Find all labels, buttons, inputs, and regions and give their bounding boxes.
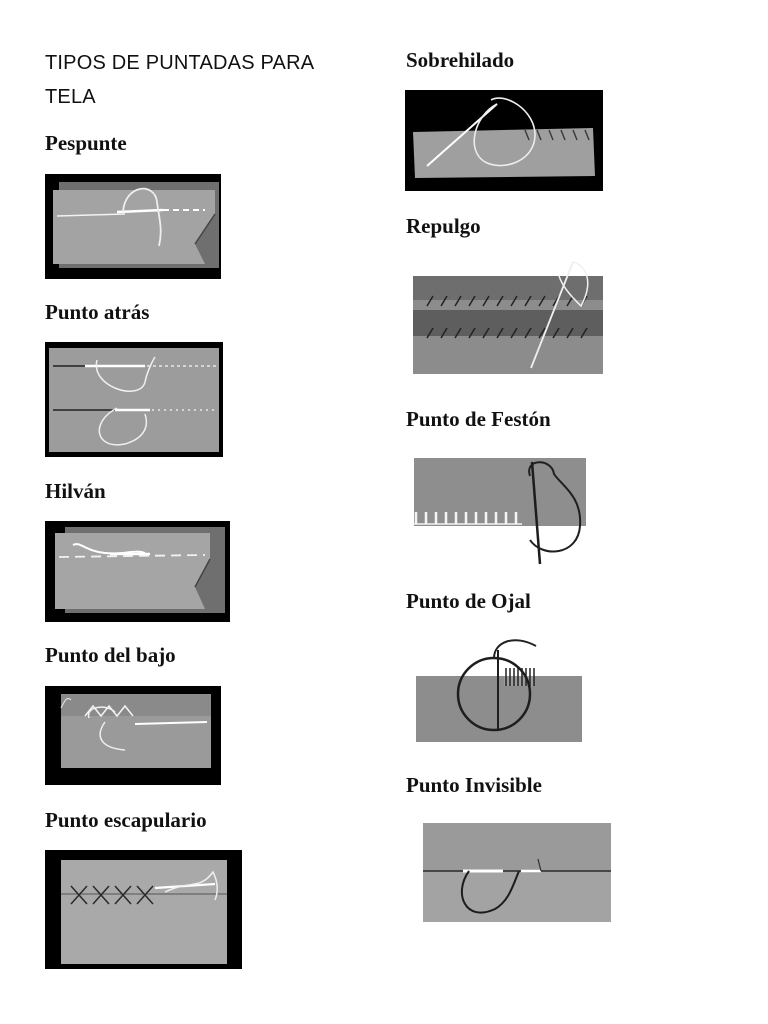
invisible-stitch-illustration [423,823,611,922]
running-backstitch-illustration [45,174,221,279]
hem-stitch-illustration [45,686,221,785]
buttonhole-stitch-illustration [414,632,584,744]
backstitch-illustration [45,342,223,457]
heading-punto-de-ojal: Punto de Ojal [406,589,531,613]
heading-repulgo: Repulgo [406,214,481,238]
basting-illustration [45,521,230,622]
whipstitch-illustration [413,258,606,376]
heading-punto-del-bajo: Punto del bajo [45,643,176,667]
document-title: TIPOS DE PUNTADAS PARA TELA [45,52,314,108]
heading-punto-invisible: Punto Invisible [406,773,542,797]
overcast-illustration [405,90,603,191]
heading-hilvan: Hilván [45,479,106,503]
heading-punto-de-feston: Punto de Festón [406,407,551,431]
heading-pespunte: Pespunte [45,131,127,155]
heading-punto-atras: Punto atrás [45,300,150,324]
catch-stitch-illustration [45,850,242,969]
heading-sobrehilado: Sobrehilado [406,48,515,72]
blanket-stitch-illustration [412,456,588,568]
heading-punto-escapulario: Punto escapulario [45,808,207,832]
